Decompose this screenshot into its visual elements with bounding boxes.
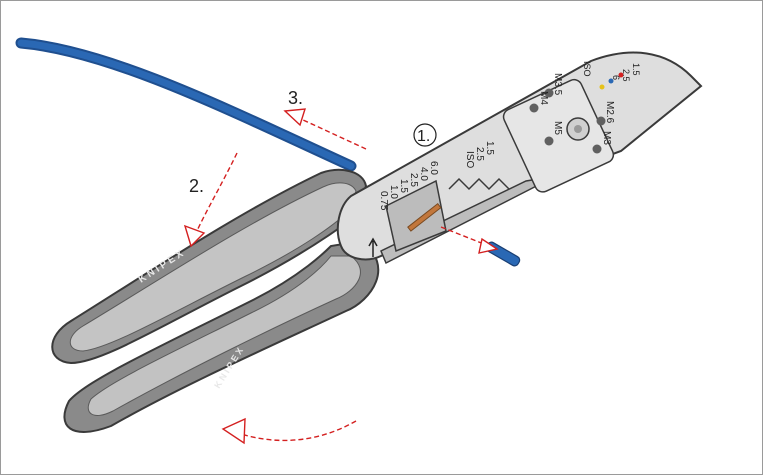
arrow-close-handle: [195, 152, 238, 234]
stripper-size-4-0: 4.0: [418, 167, 429, 181]
bolt-m3-5: M3.5: [552, 73, 563, 96]
crimp-size-2-5: 2.5: [474, 147, 485, 161]
step-1-label: 1.: [417, 128, 430, 145]
lower-handle: [63, 239, 380, 433]
crimp-scale: 1.5 2.5 ISO: [464, 141, 495, 168]
upper-handle: [51, 168, 368, 365]
arrow-heads: [183, 108, 499, 445]
insulated-size-6: 6: [611, 75, 621, 80]
stripper-size-0-75: 0.75: [378, 191, 389, 211]
arrow-open-handle: [240, 420, 357, 442]
bolt-m4: M4: [538, 91, 549, 105]
feed-direction-arrow: [368, 237, 378, 257]
pliers-head: [336, 51, 703, 265]
step-1-circle: [413, 123, 437, 147]
blue-cable-highlight: [17, 39, 355, 170]
insulated-scale: ISO 1.5 2.5 6: [582, 61, 641, 82]
stripper-scale: 6.0 4.0 2.5 1.5 1.0 0.75: [378, 161, 439, 211]
bolt-hole-m26: [596, 116, 606, 126]
stripper-size-1-5: 1.5: [398, 179, 409, 193]
color-dot-yellow: [599, 84, 605, 90]
arrow-head-close: [183, 224, 206, 248]
bolt-scale: M3.5 M4 M5 M2.6 M3: [538, 73, 615, 145]
arrow-head-pull: [283, 108, 306, 127]
pivot-screw-head: [574, 125, 582, 133]
insulated-size-2-5: 2.5: [621, 69, 631, 82]
stripper-size-6-0: 6.0: [428, 161, 439, 175]
bolt-m3: M3: [601, 131, 612, 145]
crimp-size-1-5: 1.5: [484, 141, 495, 155]
iso-top-label: ISO: [582, 61, 592, 77]
insulated-size-1-5: 1.5: [631, 63, 641, 76]
bolt-m2-6: M2.6: [604, 101, 615, 124]
crimp-iso-label: ISO: [464, 151, 475, 168]
bolt-hole-m5: [544, 136, 554, 146]
color-dot-red: [618, 72, 624, 78]
copper-core: [407, 203, 442, 232]
arrow-pull-cable: [300, 118, 367, 150]
stripper-size-1-0: 1.0: [388, 185, 399, 199]
bolt-hole-m3: [592, 144, 602, 154]
step-3-label: 3.: [288, 88, 303, 108]
arrow-head-insulation: [478, 237, 499, 254]
stripper-size-2-5: 2.5: [408, 173, 419, 187]
step-2-label: 2.: [189, 176, 204, 196]
arrow-head-open: [221, 417, 246, 445]
color-dot-blue: [608, 78, 614, 84]
crimp-zigzag: [448, 177, 510, 191]
bolt-hole-m4: [529, 103, 539, 113]
bolt-m5: M5: [552, 121, 563, 135]
stripping-notch: [385, 179, 447, 253]
bolt-hole-m35: [544, 88, 554, 98]
